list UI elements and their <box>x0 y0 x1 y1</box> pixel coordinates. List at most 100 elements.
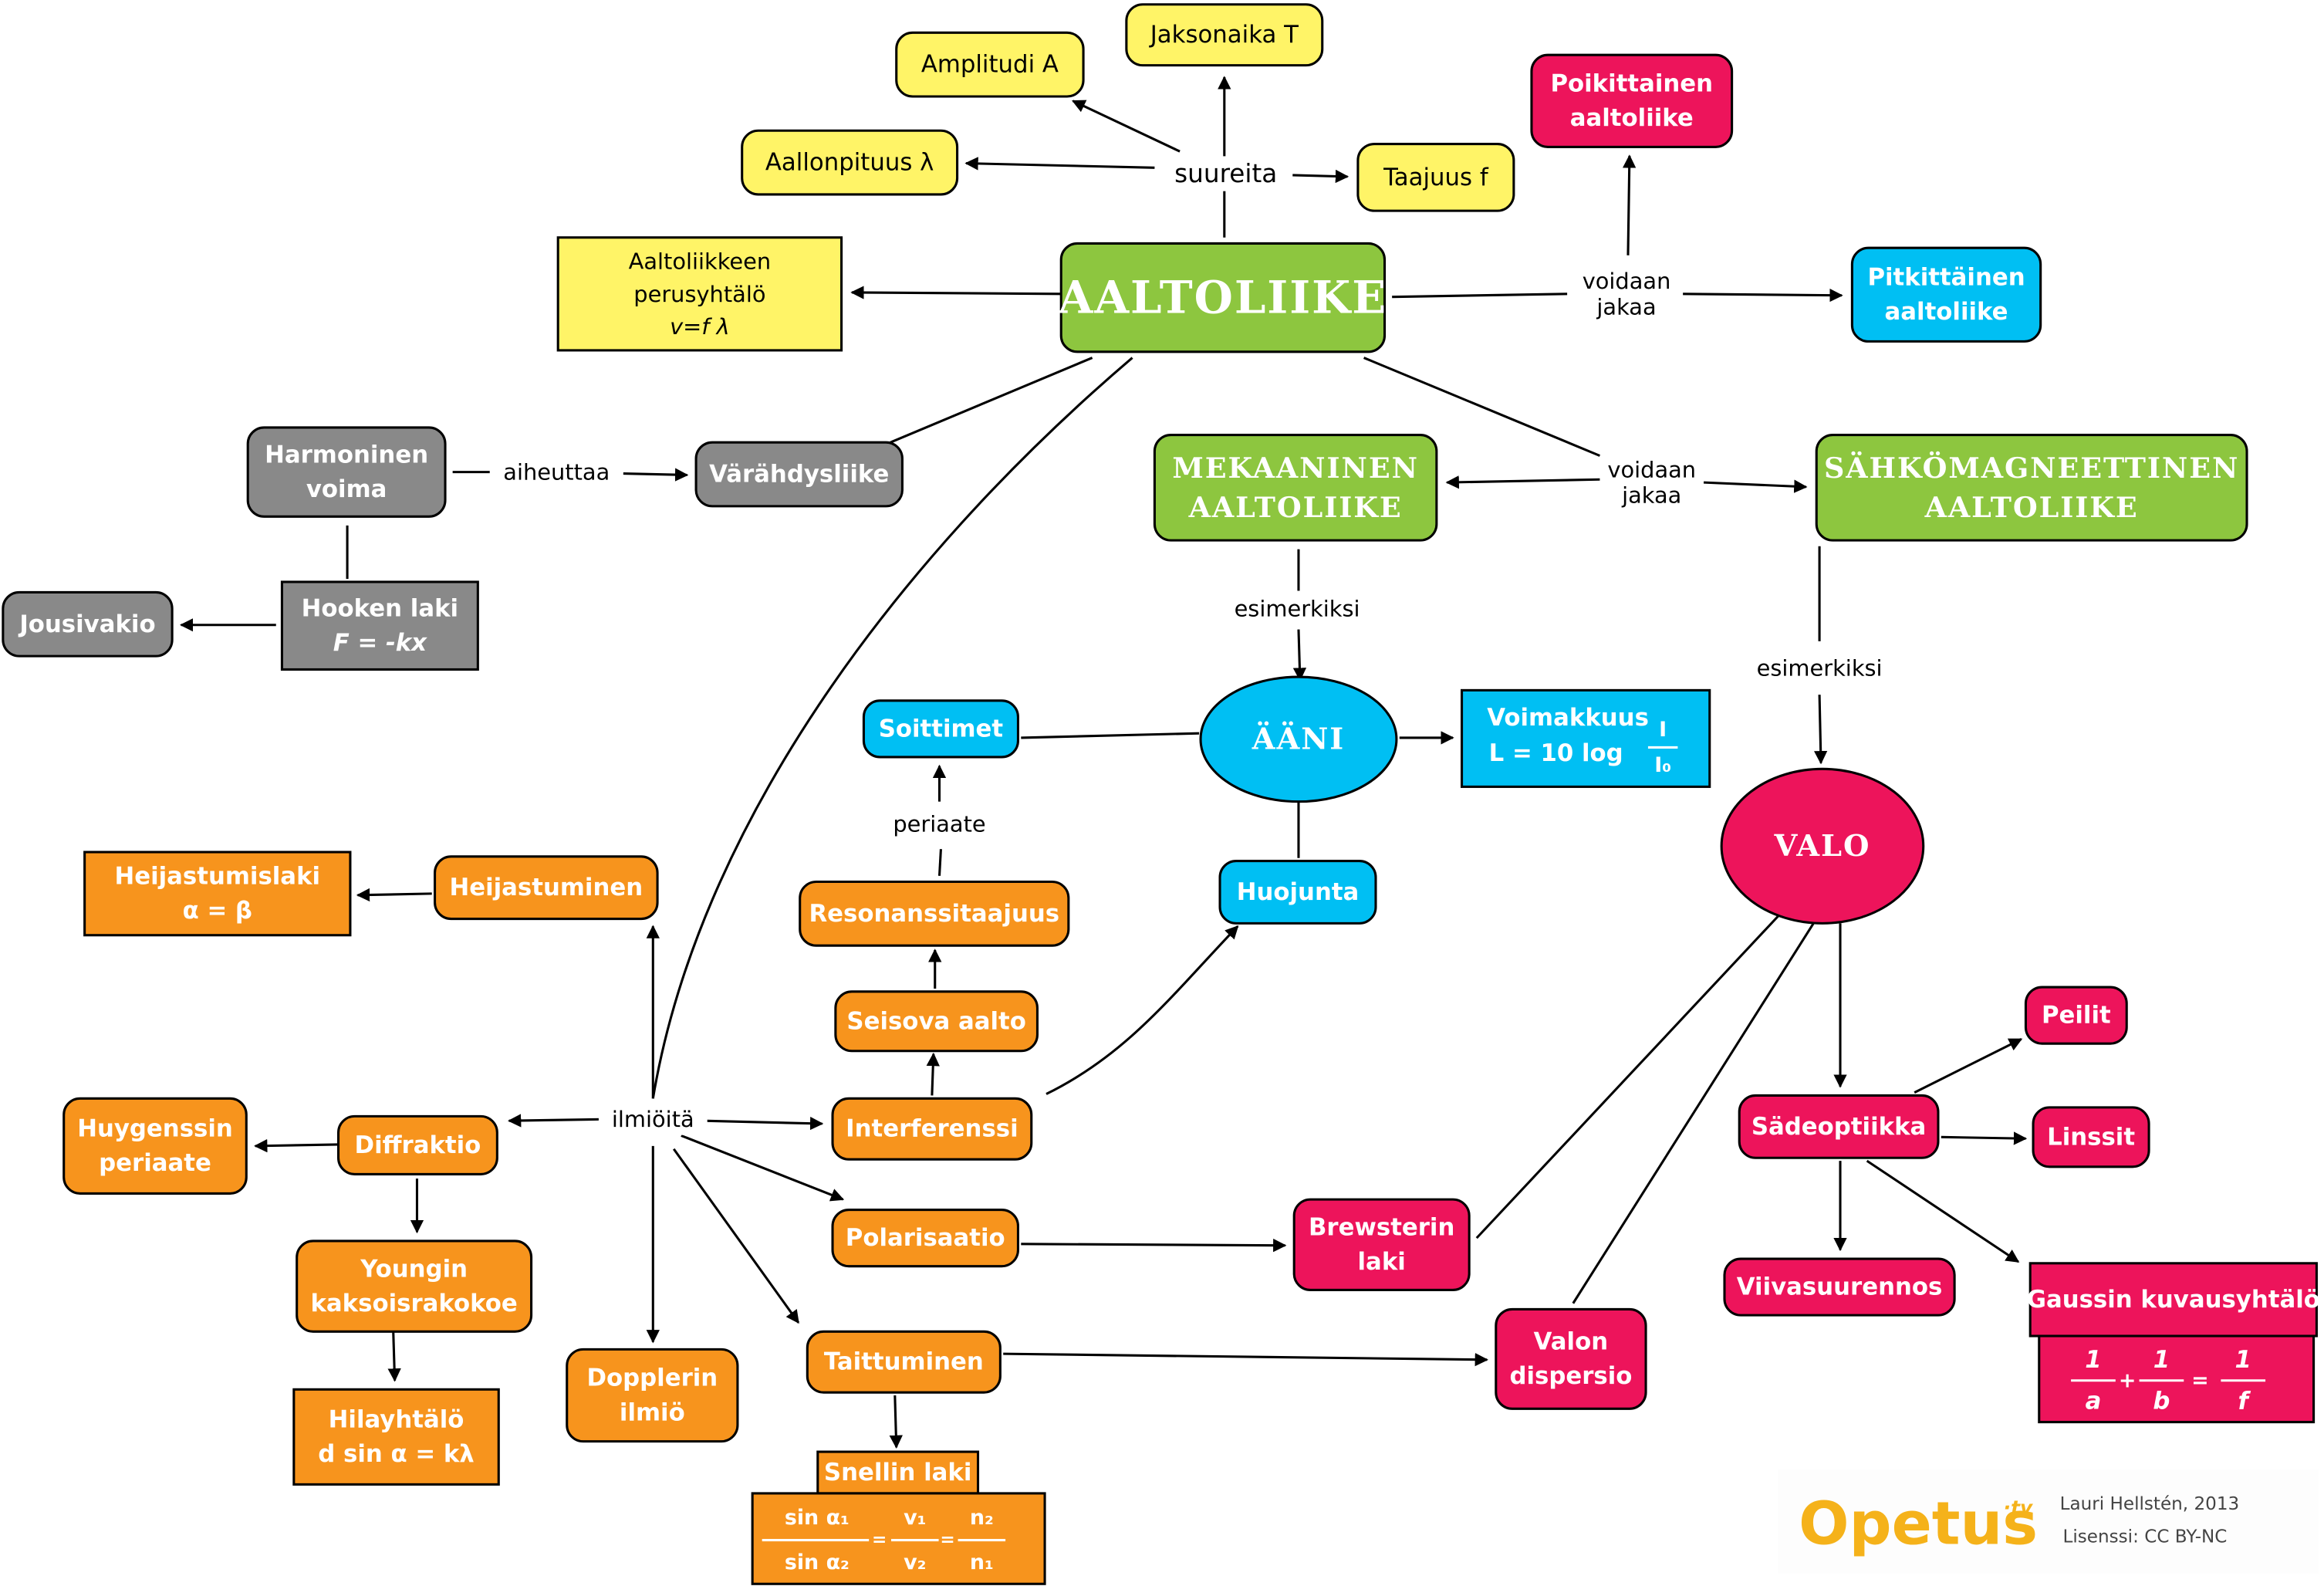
node-shape <box>806 1330 1002 1394</box>
connector-arrow <box>703 1116 824 1131</box>
node-jaksonaika[interactable]: Jaksonaika T <box>1125 3 1324 67</box>
node-heijastuminen[interactable]: Heijastuminen <box>434 855 659 921</box>
node-label: Jousivakio <box>18 610 155 638</box>
connector-arrow <box>1703 479 1808 493</box>
connector-arrow <box>1003 1352 1488 1367</box>
node-peilit[interactable]: Peilit <box>2024 986 2128 1045</box>
node-soittimet[interactable]: Soittimet <box>862 699 1019 759</box>
node-shape <box>862 699 1019 759</box>
node-shape <box>434 855 659 921</box>
node-shape <box>2024 986 2128 1045</box>
node-diffraktio[interactable]: Diffraktio <box>336 1114 498 1175</box>
connector-line <box>651 357 1133 1099</box>
node-resonanssi[interactable]: Resonanssitaajuus <box>799 880 1070 947</box>
node-seisova[interactable]: Seisova aalto <box>834 990 1039 1053</box>
node-jousivakio[interactable]: Jousivakio <box>2 590 174 658</box>
node-linssit[interactable]: Linssit <box>2032 1106 2150 1168</box>
connector-arrow <box>1683 288 1843 303</box>
node-polarisaatio[interactable]: Polarisaatio <box>831 1209 1019 1268</box>
link-label-voidaan-jakaa-2: jakaa <box>1621 482 1681 509</box>
connector-arrow <box>507 1114 603 1128</box>
node-shape <box>566 1348 739 1443</box>
link-label-suureita: suureita <box>1174 159 1277 188</box>
node-shape <box>336 1114 498 1175</box>
node-label: Heijastumislaki <box>114 863 320 891</box>
node-taajuus[interactable]: Taajuus f <box>1356 143 1515 212</box>
connector-line <box>937 849 942 876</box>
node-shape <box>1199 675 1398 803</box>
connector-line <box>1021 732 1200 739</box>
link-label-background <box>1746 652 1893 684</box>
node-shape <box>741 129 959 196</box>
node-shape <box>2 590 174 658</box>
node-label: Heijastuminen <box>449 874 643 901</box>
node-label: periaate <box>99 1149 211 1177</box>
node-shape <box>1059 242 1387 353</box>
link-label-background <box>1164 156 1287 191</box>
node-label: Poikittainen <box>1550 69 1713 97</box>
node-aani[interactable]: ÄÄNI <box>1199 675 1398 803</box>
node-label: SÄHKÖMAGNEETTINEN <box>1824 450 2239 485</box>
connector-arrow <box>681 1134 845 1202</box>
node-viivasuurennos[interactable]: Viivasuurennos <box>1723 1257 1956 1317</box>
node-label: Diffraktio <box>355 1131 481 1159</box>
node-varahdysliike[interactable]: Värähdysliike <box>694 441 904 508</box>
node-valo[interactable]: VALO <box>1720 767 1925 925</box>
connector-line <box>1363 357 1601 457</box>
node-label: dispersio <box>1509 1362 1632 1390</box>
connector-arrow <box>889 1395 903 1449</box>
node-label: VALO <box>1773 829 1870 864</box>
node-aaltoliike[interactable]: AALTOLIIKE <box>1058 242 1387 353</box>
node-snellin[interactable]: Snellin laki <box>816 1450 980 1495</box>
node-sadeoptiikka[interactable]: Sädeoptiikka <box>1738 1094 1940 1159</box>
node-shape <box>2032 1106 2150 1168</box>
node-shape <box>1720 767 1925 925</box>
node-gaussin[interactable]: Gaussin kuvausyhtälö <box>2027 1262 2320 1337</box>
node-label: voima <box>306 475 387 503</box>
node-amplitudi[interactable]: Amplitudi A <box>895 31 1085 98</box>
connector-arrow <box>254 1138 339 1153</box>
node-huygens[interactable]: Huygenssin periaate <box>62 1097 248 1195</box>
node-shape <box>694 441 904 508</box>
node-label: Resonanssitaajuus <box>809 900 1059 928</box>
node-shape <box>1125 3 1324 67</box>
node-interferenssi[interactable]: Interferenssi <box>831 1097 1033 1161</box>
connector-line <box>1475 908 1786 1239</box>
connector-arrow <box>356 888 432 902</box>
node-label: Huygenssin <box>77 1115 233 1143</box>
node-shape <box>280 580 479 671</box>
node-aallonpituus[interactable]: Aallonpituus λ <box>741 129 959 196</box>
node-label: ÄÄNI <box>1252 720 1346 756</box>
node-taittuminen[interactable]: Taittuminen <box>806 1330 1002 1394</box>
node-shape <box>834 990 1039 1053</box>
node-label: AALTOLIIKE <box>1924 491 2139 524</box>
node-label: Soittimet <box>879 715 1003 742</box>
node-label: Hilayhtälö <box>329 1406 464 1434</box>
link-label-voidaan-jakaa-1: jakaa <box>1596 293 1656 320</box>
node-sahkomagneettinen[interactable]: SÄHKÖMAGNEETTINEN AALTOLIIKE <box>1815 434 2248 542</box>
node-label: v₁ <box>904 1506 926 1530</box>
node-label: MEKAANINEN <box>1172 451 1419 485</box>
node-shape <box>751 1492 1046 1585</box>
node-huojunta[interactable]: Huojunta <box>1218 860 1377 925</box>
node-label: ilmiö <box>620 1398 685 1426</box>
connector-arrow <box>1866 1159 2020 1263</box>
credit-license: Lisenssi: CC BY-NC <box>2063 1527 2228 1547</box>
link-label-background <box>598 1103 708 1135</box>
link-label-esimerkiksi-2: esimerkiksi <box>1757 655 1883 681</box>
